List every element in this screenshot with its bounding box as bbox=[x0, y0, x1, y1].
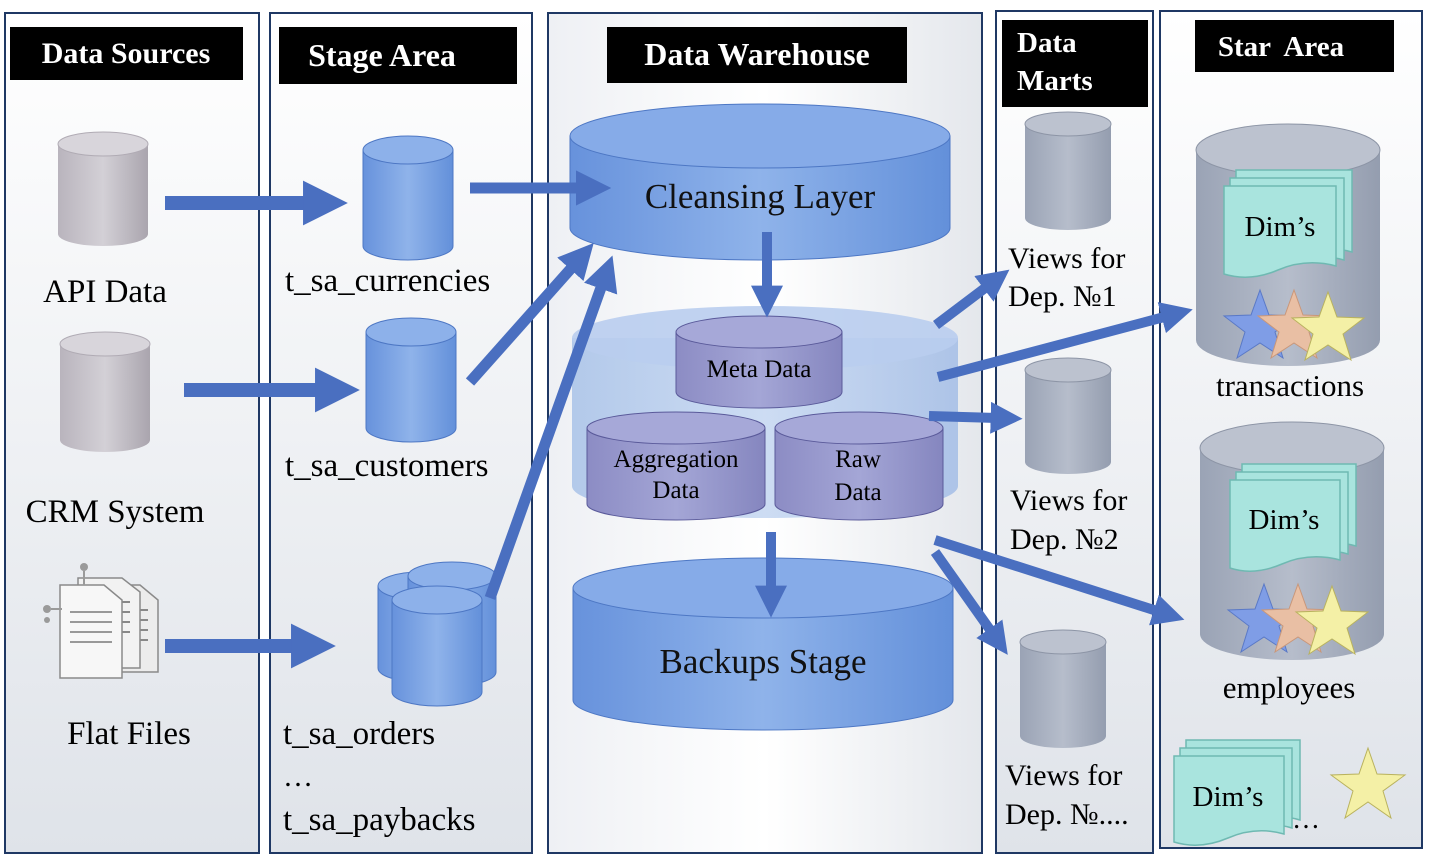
crm-system-label: CRM System bbox=[26, 494, 205, 530]
aggregation-data-label-line1: Aggregation bbox=[614, 446, 739, 473]
raw-data-cylinder bbox=[774, 411, 944, 521]
mart-dep2-cylinder-icon bbox=[1024, 357, 1112, 474]
header-star-area: Star Area bbox=[1218, 31, 1345, 63]
star-employees-label: employees bbox=[1223, 670, 1356, 705]
cleansing-layer-cylinder bbox=[569, 103, 951, 261]
t-sa-paybacks-label: t_sa_paybacks bbox=[283, 802, 475, 838]
legend-star-icon bbox=[1329, 746, 1407, 820]
raw-data-label-line2: Data bbox=[834, 479, 881, 506]
flat-files-label: Flat Files bbox=[67, 716, 191, 752]
star-icon bbox=[1290, 290, 1366, 362]
t-sa-currencies-label: t_sa_currencies bbox=[285, 263, 490, 299]
t-sa-orders-label: t_sa_orders bbox=[283, 716, 435, 752]
aggregation-data-label-line2: Data bbox=[652, 477, 699, 504]
cleansing-layer-label: Cleansing Layer bbox=[645, 177, 876, 216]
mart-dep2-label-line2: Dep. №2 bbox=[1010, 523, 1119, 556]
aggregation-data-cylinder bbox=[586, 411, 766, 521]
api-data-cylinder-icon bbox=[57, 131, 149, 246]
mart-depn-label-line2: Dep. №.... bbox=[1005, 798, 1129, 831]
mart-dep1-label-line2: Dep. №1 bbox=[1008, 280, 1117, 313]
mart-depn-label-line1: Views for bbox=[1005, 759, 1122, 792]
star-icons-group bbox=[1226, 582, 1370, 656]
stage-ellipsis: … bbox=[283, 760, 313, 793]
arrow-core-to-dep1 bbox=[932, 269, 1010, 329]
header-star-area-bg bbox=[1195, 20, 1394, 72]
header-data-marts-line2: Marts bbox=[1017, 65, 1093, 97]
arrow-core-to-dep2 bbox=[928, 401, 1023, 434]
flat-files-documents-icon bbox=[43, 563, 159, 679]
arrow-core-to-employees bbox=[933, 535, 1185, 626]
mart-depn-cylinder-icon bbox=[1019, 629, 1107, 748]
legend-dims-label: Dim’s bbox=[1193, 781, 1264, 813]
t-sa-orders-cylinders-icon bbox=[377, 561, 497, 707]
raw-data-label-line1: Raw bbox=[835, 446, 881, 473]
arrow-orders-to-cleansing bbox=[484, 255, 618, 600]
star-transactions-label: transactions bbox=[1216, 368, 1364, 403]
t-sa-currencies-cylinder-icon bbox=[362, 135, 454, 261]
mart-dep1-cylinder-icon bbox=[1024, 111, 1112, 230]
crm-system-cylinder-icon bbox=[59, 331, 151, 452]
arrow-core-to-transactions bbox=[936, 302, 1193, 382]
arrow-customers-to-cleansing bbox=[465, 242, 594, 386]
star-transactions-dims-label: Dim’s bbox=[1245, 211, 1316, 243]
mart-dep1-label-line1: Views for bbox=[1008, 242, 1125, 275]
meta-data-label: Meta Data bbox=[707, 356, 812, 383]
api-data-label: API Data bbox=[43, 274, 167, 310]
t-sa-customers-label: t_sa_customers bbox=[285, 448, 488, 484]
flow-arrows bbox=[165, 170, 1193, 669]
mart-dep2-label-line1: Views for bbox=[1010, 484, 1127, 517]
star-icon bbox=[1294, 584, 1370, 656]
dims-cards-icon bbox=[1173, 739, 1301, 846]
header-data-warehouse: Data Warehouse bbox=[644, 36, 870, 72]
header-data-marts-line1: Data bbox=[1017, 27, 1077, 59]
star-employees-dims-label: Dim’s bbox=[1249, 504, 1320, 536]
meta-data-cylinder bbox=[675, 315, 843, 409]
star-icons-group bbox=[1222, 288, 1366, 362]
backups-stage-label: Backups Stage bbox=[659, 642, 866, 681]
header-stage-area: Stage Area bbox=[308, 37, 456, 73]
header-data-sources: Data Sources bbox=[42, 37, 211, 70]
dims-cards-icon bbox=[1223, 169, 1353, 278]
header-data-warehouse-bg bbox=[607, 27, 907, 83]
dims-cards-icon bbox=[1229, 463, 1357, 572]
header-data-sources-bg bbox=[10, 27, 243, 80]
header-data-marts-bg bbox=[1002, 20, 1148, 107]
arrow-core-to-depn bbox=[930, 549, 1008, 655]
star-area-ellipsis: … bbox=[1292, 804, 1320, 835]
t-sa-customers-cylinder-icon bbox=[365, 317, 457, 443]
header-stage-area-bg bbox=[279, 27, 517, 84]
